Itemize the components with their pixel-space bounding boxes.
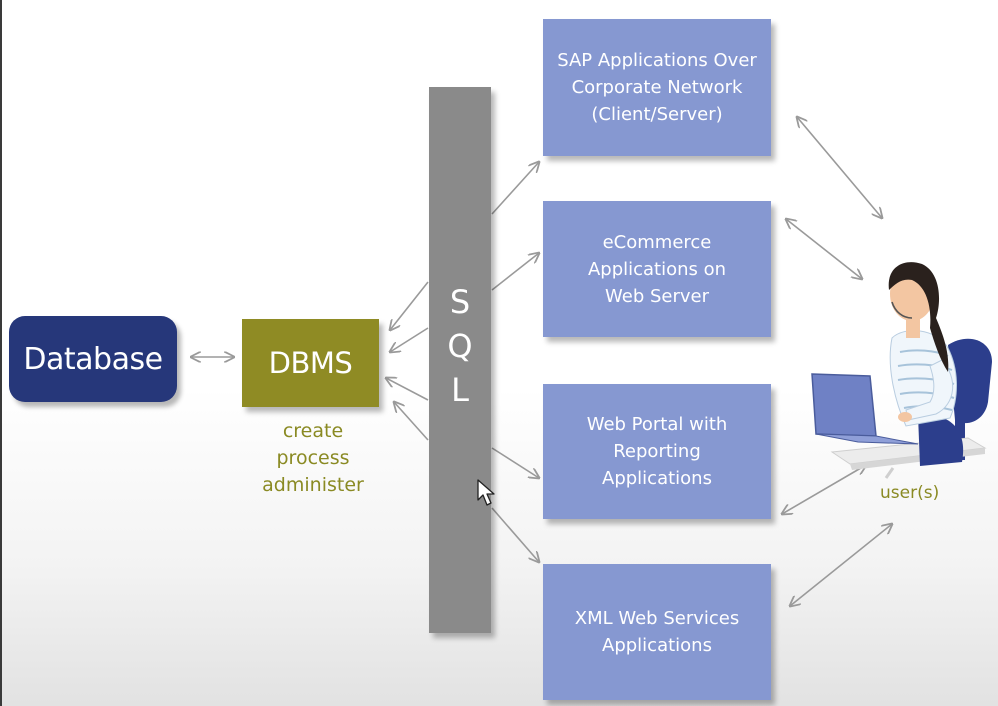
sap-applications-label: SAP Applications Over Corporate Network … — [557, 50, 757, 125]
xml-web-services-label: XML Web Services Applications — [574, 608, 740, 656]
arrow-xml-user — [790, 524, 892, 606]
arrow-ecommerce-user — [786, 219, 862, 279]
database-node: Database — [9, 316, 177, 402]
dbms-node: DBMS — [242, 319, 379, 407]
arrow-sap-user — [797, 117, 882, 218]
arrow-sql-dbms-1 — [390, 281, 429, 330]
user-label: user(s) — [880, 483, 940, 503]
dbms-functions-caption: create process administer — [238, 418, 388, 499]
web-portal-label: Web Portal with Reporting Applications — [586, 414, 728, 489]
sql-bar — [429, 87, 491, 633]
web-portal-node: Web Portal with Reporting Applications — [543, 384, 771, 519]
arrow-sql-dbms-3 — [386, 378, 429, 401]
dbms-function-process: process — [276, 447, 350, 469]
window-left-border — [0, 0, 2, 706]
arrow-sql-portal — [491, 447, 539, 478]
ecommerce-applications-label: eCommerce Applications on Web Server — [587, 231, 727, 307]
arrow-sql-ecommerce — [491, 253, 539, 291]
sql-letter-s: S — [449, 283, 471, 321]
arrow-portal-user — [782, 465, 866, 514]
user-icon — [811, 262, 992, 479]
sql-letter-q: Q — [447, 327, 473, 365]
dbms-function-administer: administer — [262, 474, 364, 496]
sql-letter-l: L — [451, 371, 469, 409]
arrow-sql-sap — [491, 162, 539, 215]
sql-label: S Q L — [429, 280, 491, 412]
xml-web-services-node: XML Web Services Applications — [543, 564, 771, 700]
arrow-sql-dbms-2 — [390, 327, 429, 352]
ecommerce-applications-node: eCommerce Applications on Web Server — [543, 201, 771, 337]
dbms-function-create: create — [282, 420, 344, 442]
dbms-label: DBMS — [268, 346, 353, 380]
arrow-sql-dbms-4 — [394, 402, 429, 441]
database-label: Database — [23, 341, 163, 377]
sap-applications-node: SAP Applications Over Corporate Network … — [543, 19, 771, 156]
arrow-sql-xml — [491, 507, 539, 562]
